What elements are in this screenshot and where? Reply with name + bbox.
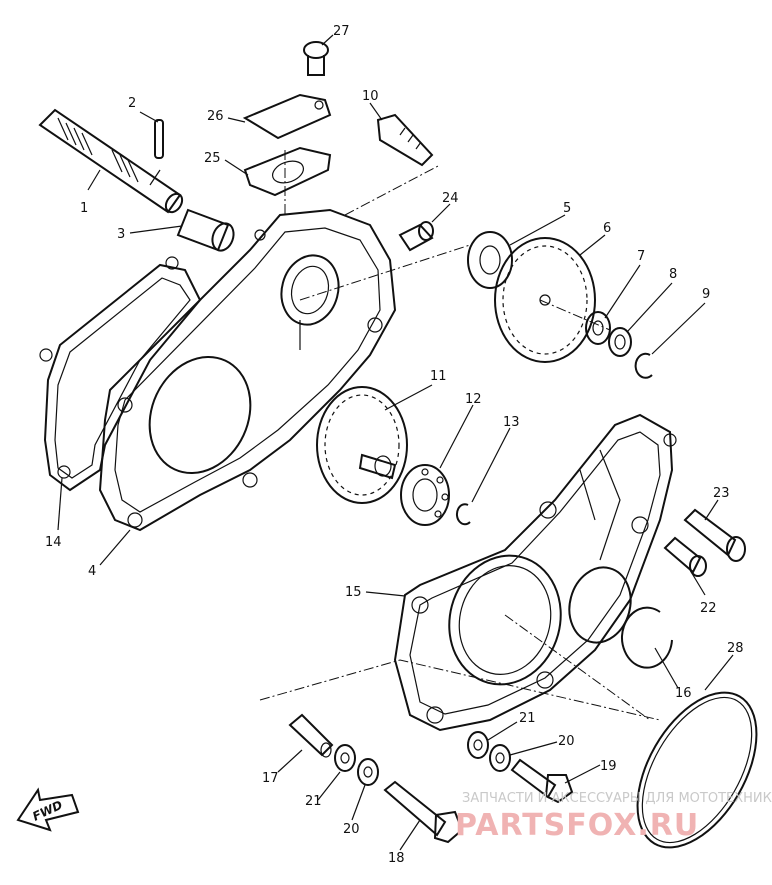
dowel-pin-17-part [288,713,334,758]
label-part-26: 26 [207,109,224,124]
label-part-3: 3 [117,227,125,242]
worm-shaft-part [38,108,184,214]
label-part-11: 11 [430,369,447,384]
forward-direction-arrow: FWD [16,787,80,832]
label-part-13: 13 [503,415,520,430]
watermark-caption: ЗАПЧАСТИ И АКСЕССУАРЫ ДЛЯ МОТОТЕХНИКИ [462,791,772,806]
label-part-23: 23 [713,486,730,501]
bolt-19-part [510,758,574,804]
label-part-27: 27 [333,24,350,39]
watermark-logo: PARTSFOX.RU [455,808,699,843]
part-number-labels: 1 2 3 4 5 6 7 8 9 10 11 12 13 14 15 16 1… [45,24,744,866]
cover-gasket-part [243,146,332,197]
washer-21-right-part [467,731,489,759]
o-ring-28-part [636,691,758,849]
washer-20-left-part [357,758,379,786]
label-part-9: 9 [702,287,710,302]
label-part-21-right: 21 [519,711,536,726]
circlip-13-part [456,503,471,526]
label-part-10: 10 [362,89,379,104]
label-part-2: 2 [128,96,136,111]
bolt-24-part [398,221,434,252]
label-part-22: 22 [700,601,717,616]
label-part-7: 7 [637,249,645,264]
label-part-28: 28 [727,641,744,656]
bolt-23-part [683,508,746,562]
label-part-6: 6 [603,221,611,236]
pin-part [154,119,164,159]
bolt-22-part [663,536,707,577]
bushing-part [176,208,235,252]
label-part-16: 16 [675,686,692,701]
rear-case-part [98,208,397,532]
bearing-12-part [400,464,450,526]
cover-plate-part [242,93,332,140]
washer-7-part [585,311,611,345]
label-part-20-right: 20 [558,734,575,749]
label-part-25: 25 [204,151,221,166]
bearing-5-part [467,231,513,289]
label-part-20-left: 20 [343,822,360,837]
label-part-1: 1 [80,201,88,216]
gasket-part [39,256,202,492]
screw-bolt-part [303,41,329,76]
label-part-8: 8 [669,267,677,282]
circlip-9-part [634,352,653,379]
washer-21-left-part [334,744,356,772]
bolt-18-part [383,780,464,844]
washer-20-right-part [489,744,511,772]
leader-lines [57,34,734,851]
front-cover-part [393,413,677,732]
label-part-15: 15 [345,585,362,600]
bolt-10-part [376,113,434,167]
circlip-16-part [621,606,673,669]
label-part-17: 17 [262,771,279,786]
washer-8-part [608,327,632,357]
label-part-21-left: 21 [305,794,322,809]
gear-6-part [494,237,596,363]
gear-11-part [316,386,408,504]
label-part-24: 24 [442,191,459,206]
label-part-5: 5 [563,201,571,216]
label-part-12: 12 [465,392,482,407]
label-part-18: 18 [388,851,405,866]
label-part-19: 19 [600,759,617,774]
label-part-4: 4 [88,564,96,579]
watermark: ЗАПЧАСТИ И АКСЕССУАРЫ ДЛЯ МОТОТЕХНИКИ PA… [455,791,772,843]
label-part-14: 14 [45,535,62,550]
